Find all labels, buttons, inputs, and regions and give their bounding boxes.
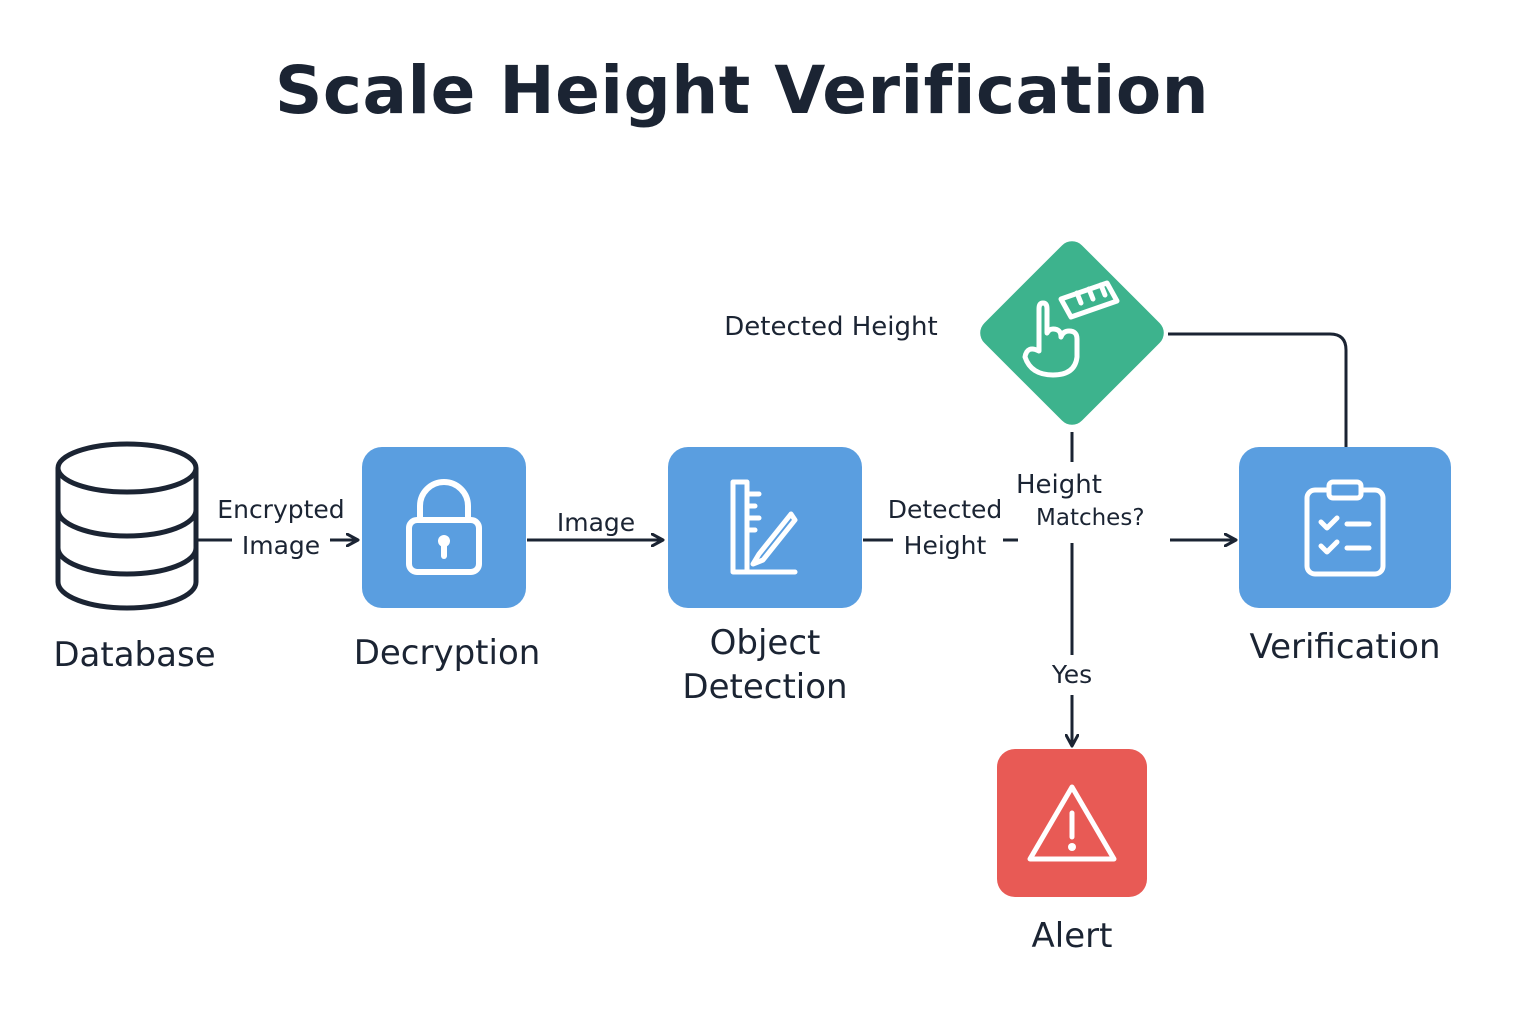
page-title: Scale Height Verification [274, 52, 1210, 129]
edge-label-detected-line2: Height [903, 530, 987, 560]
database-icon [55, 441, 199, 611]
hand-ruler-icon [1022, 280, 1120, 378]
lock-icon [406, 478, 482, 575]
object-detection-node[interactable] [668, 447, 862, 608]
edge-label-encrypted-line1: Encrypted [217, 495, 345, 524]
clipboard-checklist-icon [1304, 479, 1386, 576]
database-node[interactable] [52, 440, 202, 616]
edge-verification-feedback [1168, 332, 1348, 447]
edge-label-detected-line1: Detected [887, 495, 1003, 524]
edge-label-image: Image [556, 508, 636, 537]
object-detection-label: Object Detection [660, 622, 870, 709]
edge-label-height-line1: Height [1016, 470, 1102, 500]
edge-label-detected-height-top: Detected Height [724, 312, 938, 342]
alert-label: Alert [1031, 916, 1113, 956]
warning-icon [1027, 784, 1117, 862]
database-label: Database [53, 635, 216, 675]
edge-label-encrypted-image: Encrypted Image [206, 492, 356, 563]
verification-label: Verification [1249, 627, 1441, 667]
ruler-pencil-icon [730, 479, 798, 574]
decryption-label: Decryption [353, 633, 541, 673]
edge-label-height-matches: Height Matches? [1010, 467, 1178, 535]
decryption-node[interactable] [362, 447, 526, 608]
edge-label-detected-height: Detected Height [872, 492, 1018, 563]
edge-label-height-line2: Matches? [1036, 504, 1145, 531]
object-detection-label-line2: Detection [682, 666, 848, 707]
verification-node[interactable] [1239, 447, 1451, 608]
alert-node[interactable] [997, 749, 1147, 897]
edge-label-yes: Yes [1051, 660, 1093, 689]
edge-label-encrypted-line2: Image [241, 530, 321, 560]
object-detection-label-line1: Object [709, 623, 821, 663]
